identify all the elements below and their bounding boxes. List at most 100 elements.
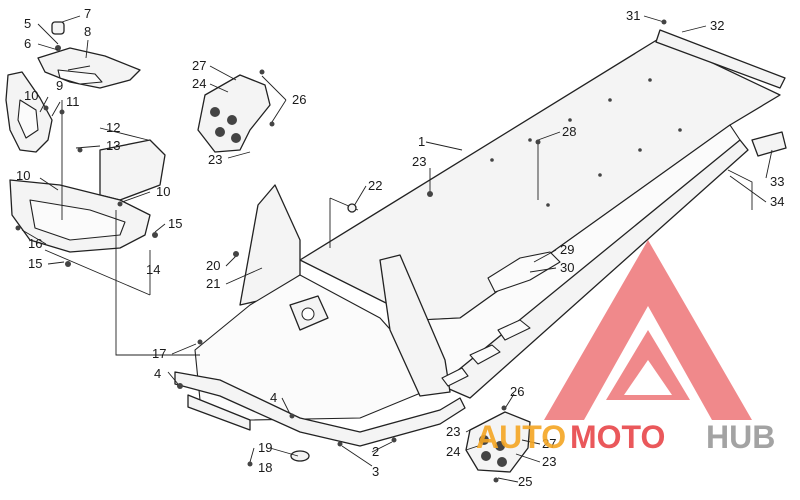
box-34 <box>727 169 753 210</box>
leader-10b <box>39 177 59 191</box>
callout-16: 16 <box>28 236 42 251</box>
leader-12 <box>99 127 149 141</box>
bolt-icon <box>43 105 49 111</box>
leader-6 <box>37 43 59 51</box>
front-bulkhead-group <box>174 184 531 462</box>
leader-9 <box>67 65 91 71</box>
nut-icon <box>233 251 239 257</box>
callout-32: 32 <box>710 18 724 33</box>
callout-28: 28 <box>562 124 576 139</box>
bolt-icon <box>661 19 667 25</box>
callout-13: 13 <box>106 138 120 153</box>
leader-17 <box>171 343 197 355</box>
callout-10a: 10 <box>24 88 38 103</box>
bolt-icon <box>15 225 21 231</box>
callout-23b: 23 <box>412 154 426 169</box>
bolt-icon <box>247 461 253 467</box>
bracket-hole-2 <box>227 115 237 125</box>
leader-10c <box>121 191 151 203</box>
callout-10b: 10 <box>16 168 30 183</box>
bolt-icon <box>337 441 343 447</box>
leader-3 <box>341 445 373 467</box>
callout-23a: 23 <box>208 152 222 167</box>
front-ski-rail <box>174 371 466 447</box>
upper-bracket-group <box>197 74 271 153</box>
callout-11: 11 <box>66 94 80 109</box>
leader-31 <box>643 15 665 23</box>
lower-skid-inner <box>29 199 126 241</box>
leader-23c <box>465 423 483 433</box>
bolt-icon <box>269 121 275 127</box>
leader-27a <box>209 65 237 81</box>
callout-1: 1 <box>418 134 425 149</box>
cap-part <box>51 21 65 35</box>
leader-5 <box>37 23 59 45</box>
leader-33 <box>765 149 773 179</box>
callout-8: 8 <box>84 24 91 39</box>
callout-15b: 15 <box>28 256 42 271</box>
right-spar <box>379 254 451 397</box>
callout-29: 29 <box>560 242 574 257</box>
leader-24b <box>465 445 479 451</box>
callout-27a: 27 <box>192 58 206 73</box>
rubber-pad <box>290 450 310 462</box>
rivet-icon <box>427 191 433 197</box>
callout-5: 5 <box>24 16 31 31</box>
callout-26b: 26 <box>510 384 524 399</box>
bolt-icon <box>493 477 499 483</box>
leader-1 <box>425 141 463 151</box>
callout-15a: 15 <box>168 216 182 231</box>
callout-23c: 23 <box>446 424 460 439</box>
leader-26a-2 <box>271 99 287 123</box>
lower-skid-strap <box>187 394 251 431</box>
deck-hole <box>638 148 642 152</box>
footrest-cutout-3 <box>441 367 469 387</box>
leader-34 <box>729 175 767 203</box>
callout-30: 30 <box>560 260 574 275</box>
bolt-icon <box>117 201 123 207</box>
callout-labels: 5 6 7 8 9 10 11 12 13 10 10 15 16 15 14 … <box>16 6 784 489</box>
leader-23d <box>515 453 541 463</box>
callout-19: 19 <box>258 440 272 455</box>
leader-8 <box>85 39 89 59</box>
leader-32 <box>681 25 707 33</box>
rear-bumper-bar <box>655 29 786 89</box>
watermark-logo-inner-icon <box>624 360 672 395</box>
callout-14: 14 <box>146 262 160 277</box>
leader-23a <box>227 151 251 159</box>
watermark-word-moto: MOTO <box>570 419 665 455</box>
deck-hole <box>490 158 494 162</box>
callout-34: 34 <box>770 194 784 209</box>
watermark-logo <box>544 240 752 420</box>
nut-icon <box>152 232 158 238</box>
leader-4a <box>167 371 179 385</box>
leader-16 <box>21 229 47 245</box>
watermark-word-hub: HUB <box>706 419 775 455</box>
nut-icon <box>177 383 183 389</box>
lower-bracket-hole-4 <box>497 457 507 467</box>
lower-bracket-hole-1 <box>479 435 489 445</box>
deck-hole <box>648 78 652 82</box>
bracket-hole-4 <box>231 133 241 143</box>
bolt-icon <box>77 147 83 153</box>
callout-21: 21 <box>206 276 220 291</box>
left-hitch-cutout <box>17 99 39 139</box>
callout-31: 31 <box>626 8 640 23</box>
callout-22: 22 <box>368 178 382 193</box>
bolt-icon <box>391 437 397 443</box>
callout-25: 25 <box>518 474 532 489</box>
callout-2: 2 <box>372 444 379 459</box>
knob-part <box>55 45 61 51</box>
callout-33: 33 <box>770 174 784 189</box>
bolt-icon <box>59 109 65 115</box>
watermark-wordmark: AUTO MOTO HUB <box>476 419 775 455</box>
grip-plate <box>487 251 561 293</box>
leader-15b <box>47 261 65 265</box>
deck-hole <box>546 203 550 207</box>
callout-23d: 23 <box>542 454 556 469</box>
leader-19b <box>269 447 299 457</box>
callout-10c: 10 <box>156 184 170 199</box>
bolt-icon <box>289 413 295 419</box>
watermark-word-auto: AUTO <box>476 419 566 455</box>
